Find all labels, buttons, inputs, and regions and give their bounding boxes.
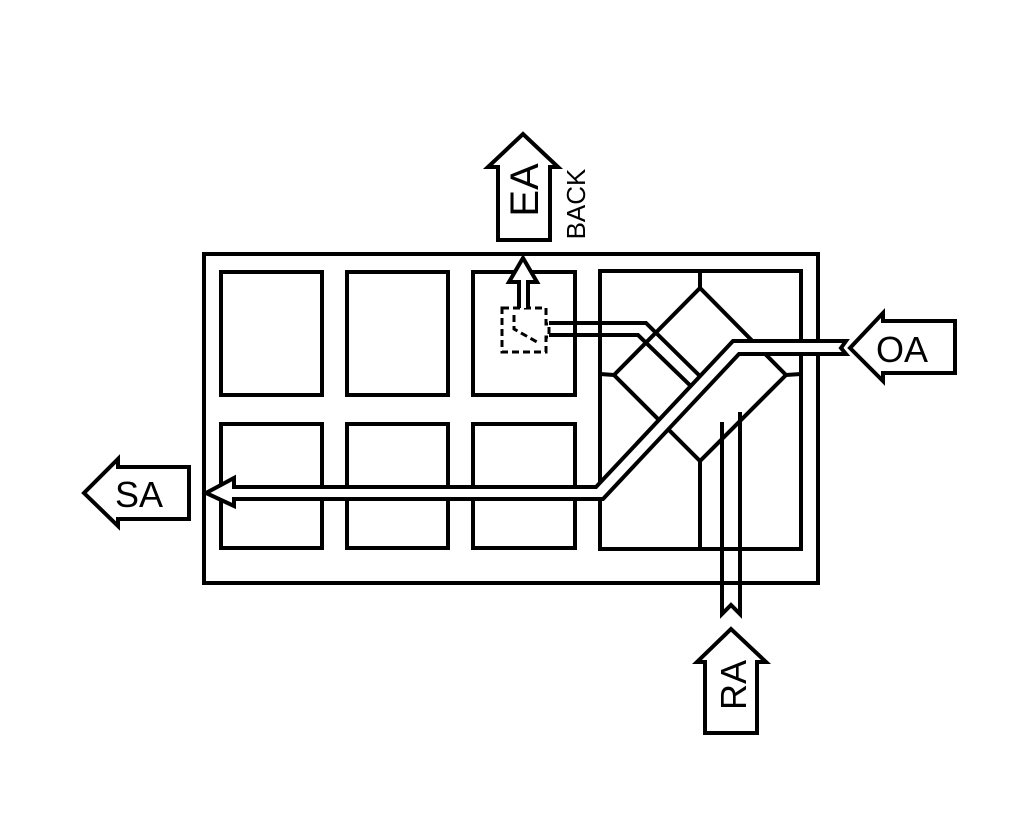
exhaust-duct bbox=[549, 321, 709, 395]
exhaust-internal-arrow bbox=[505, 254, 541, 308]
return-air-duct bbox=[720, 412, 742, 619]
exhaust-air-arrow: EA bbox=[482, 131, 564, 242]
exhaust-back-label: BACK bbox=[561, 168, 591, 239]
outdoor-air-arrow: OA bbox=[847, 307, 957, 386]
outdoor-air-label: OA bbox=[876, 329, 928, 370]
unit-compartments bbox=[219, 269, 803, 551]
return-air-label: RA bbox=[713, 660, 754, 710]
compartment-top-1 bbox=[219, 270, 324, 397]
bypass-damper bbox=[500, 306, 551, 354]
return-air-arrow: RA bbox=[692, 626, 772, 735]
supply-air-label: SA bbox=[115, 474, 163, 515]
supply-air-arrow: SA bbox=[81, 454, 191, 531]
unit-housing bbox=[202, 252, 820, 585]
bypass-damper-diagonal bbox=[512, 315, 538, 344]
exhaust-air-label: EA bbox=[503, 163, 547, 217]
heat-exchanger-core bbox=[599, 271, 802, 549]
outdoor-to-supply-duct bbox=[201, 339, 851, 510]
compartment-top-2 bbox=[345, 270, 450, 397]
